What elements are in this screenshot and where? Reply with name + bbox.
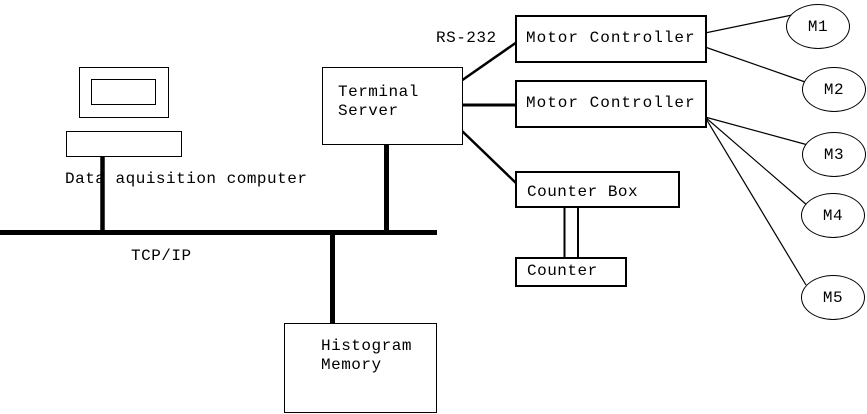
motor-controller-2-label: Motor Controller xyxy=(526,94,696,112)
counter-node: Counter xyxy=(515,257,627,287)
counter-box-node: Counter Box xyxy=(515,171,680,208)
motor-controller-2-node: Motor Controller xyxy=(515,80,707,128)
rs-232-label: RS-232 xyxy=(436,29,497,47)
histogram-memory-label-line1: Histogram xyxy=(321,337,412,355)
motor-m1-label: M1 xyxy=(807,17,829,36)
motor-controller-1-label: Motor Controller xyxy=(526,29,696,47)
motor-m5-label: M5 xyxy=(822,288,844,307)
counter-box-label: Counter Box xyxy=(527,183,639,201)
computer-screen-icon xyxy=(91,79,156,105)
mc2-to-m3-line xyxy=(704,116,809,146)
counter-label: Counter xyxy=(527,262,598,280)
motor-m4-label: M4 xyxy=(822,206,844,225)
mc2-to-m5-line xyxy=(704,116,807,286)
mc1-to-m2-line xyxy=(704,46,809,84)
motor-m4-node: M4 xyxy=(801,193,865,238)
motor-m1-node: M1 xyxy=(786,4,850,49)
mc2-to-m4-line xyxy=(704,116,809,207)
computer-keyboard-icon xyxy=(66,131,182,157)
motor-controller-1-node: Motor Controller xyxy=(515,15,707,63)
histogram-memory-label-line2: Memory xyxy=(321,356,382,374)
tcp-ip-bus-label: TCP/IP xyxy=(131,247,192,265)
terminal-server-label-line1: Terminal xyxy=(338,83,419,101)
motor-m2-node: M2 xyxy=(802,67,866,112)
motor-m3-label: M3 xyxy=(823,145,845,164)
motor-m3-node: M3 xyxy=(802,132,866,177)
data-acquisition-computer-label: Data aquisition computer xyxy=(65,170,308,188)
ts-to-counter-box-line xyxy=(460,129,518,185)
mc1-to-m1-line xyxy=(704,14,793,34)
motor-m2-label: M2 xyxy=(823,80,845,99)
computer-monitor-icon xyxy=(79,67,169,118)
ts-to-motor-controller-1-line xyxy=(460,40,518,83)
motor-m5-node: M5 xyxy=(801,275,865,320)
terminal-server-label-line2: Server xyxy=(338,102,399,120)
